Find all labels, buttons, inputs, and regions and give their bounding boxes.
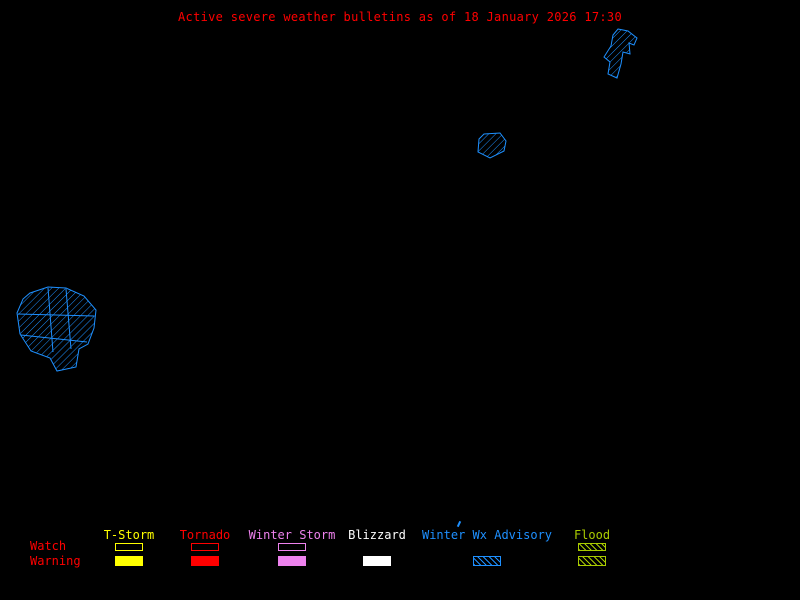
legend-label-t-storm: T-Storm bbox=[103, 528, 155, 542]
legend-col-tornado: Tornado bbox=[130, 528, 280, 572]
winter-storm-watch-swatch bbox=[278, 543, 306, 551]
tornado-watch-swatch bbox=[191, 543, 219, 551]
legend-label-winter-storm: Winter Storm bbox=[248, 528, 336, 542]
advisory-region-west bbox=[16, 286, 97, 372]
advisory-region-northeast bbox=[603, 28, 638, 79]
advisory-region-inner-line bbox=[20, 334, 88, 343]
advisory-regions-group bbox=[16, 28, 638, 372]
winter-storm-warning-swatch bbox=[278, 556, 306, 566]
warning-row-label: Warning bbox=[30, 554, 81, 568]
flood-warning-swatch bbox=[578, 556, 606, 566]
legend-label-winter-wx-advisory: Winter Wx Advisory bbox=[421, 528, 553, 542]
legend-col-flood: Flood bbox=[517, 528, 667, 572]
flood-watch-swatch bbox=[578, 543, 606, 551]
legend-label-tornado: Tornado bbox=[179, 528, 231, 542]
t-storm-watch-swatch bbox=[115, 543, 143, 551]
legend-col-winter-wx-advisory: Winter Wx Advisory bbox=[412, 528, 562, 572]
watch-row-label: Watch bbox=[30, 539, 67, 553]
legend-col-winter-storm: Winter Storm bbox=[217, 528, 367, 572]
tornado-warning-swatch bbox=[191, 556, 219, 566]
blizzard-warning-swatch bbox=[363, 556, 391, 566]
page-title: Active severe weather bulletins as of 18… bbox=[178, 10, 622, 24]
advisory-region-central bbox=[477, 132, 507, 159]
legend-col-t-storm: T-Storm bbox=[54, 528, 204, 572]
advisory-region-inner-line bbox=[47, 287, 54, 353]
winter-wx-advisory-warning-swatch bbox=[473, 556, 501, 566]
legend-label-blizzard: Blizzard bbox=[348, 528, 406, 542]
advisory-region-inner-line bbox=[65, 288, 72, 350]
t-storm-warning-swatch bbox=[115, 556, 143, 566]
advisory-region-inner-line bbox=[17, 313, 95, 317]
legend-label-flood: Flood bbox=[573, 528, 611, 542]
legend-col-blizzard: Blizzard bbox=[302, 528, 452, 572]
